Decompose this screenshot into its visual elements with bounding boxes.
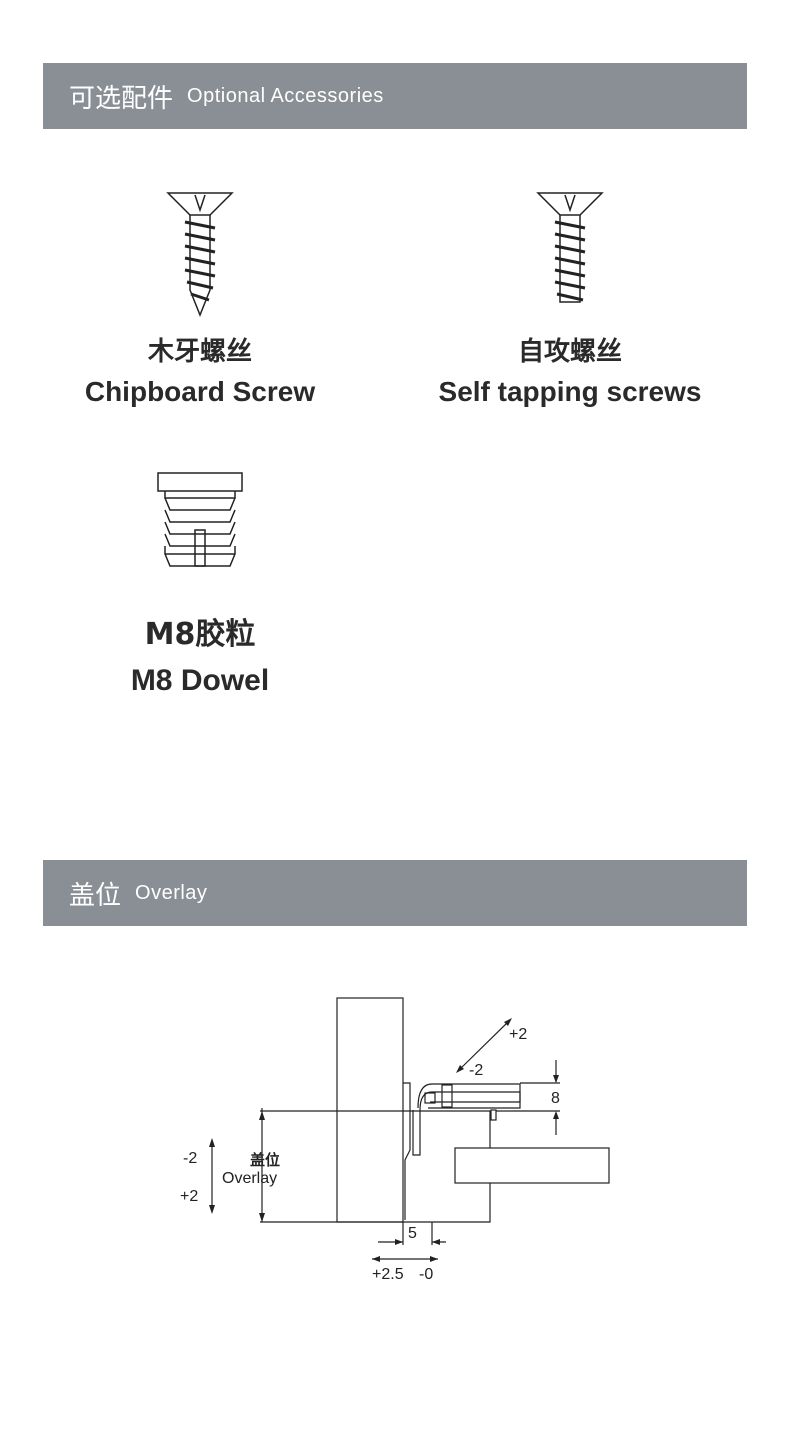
depth-plus-label: +2	[509, 1026, 527, 1043]
depth-dim	[457, 1019, 511, 1072]
overlay-plus-label: +2	[180, 1188, 198, 1205]
accessory-name-en: Chipboard Screw	[84, 376, 316, 407]
gap-label: 5	[408, 1225, 417, 1242]
overlay-en-label: Overlay	[222, 1170, 277, 1187]
side-plus-label: +2.5	[372, 1266, 404, 1283]
overlay-header: 盖位 Overlay	[43, 860, 747, 926]
accessory-name-en: M8 Dowel	[130, 664, 270, 697]
height-dim	[496, 1060, 560, 1135]
shelf	[454, 1147, 610, 1184]
chipboard-screw-icon	[166, 192, 234, 318]
accessory-chipboard-screw: 木牙螺丝 Chipboard Screw	[40, 332, 360, 412]
accessory-name-cn: 自攻螺丝	[517, 337, 622, 367]
gap-dim	[378, 1222, 446, 1245]
self-tapping-screw-icon	[536, 192, 604, 303]
door-panel	[336, 997, 404, 1223]
accessory-name-cn: M8胶粒	[144, 617, 256, 652]
overlay-cn-label: 盖位	[250, 1151, 280, 1169]
hinge	[403, 1082, 521, 1220]
accessory-name-en: Self tapping screws	[438, 376, 702, 407]
overlay-minus-label: -2	[183, 1150, 197, 1167]
accessory-self-tapping-screw: 自攻螺丝 Self tapping screws	[400, 332, 740, 412]
section-title-cn: 盖位	[69, 880, 122, 911]
section-title-en: Optional Accessories	[187, 84, 384, 107]
height-label: 8	[551, 1090, 560, 1107]
dowel-icon	[157, 472, 243, 567]
accessory-name-cn: 木牙螺丝	[147, 337, 252, 367]
accessories-header: 可选配件 Optional Accessories	[43, 63, 747, 129]
accessory-m8-dowel: M8胶粒 M8 Dowel	[40, 612, 360, 704]
side-minus-label: -0	[419, 1266, 433, 1283]
section-title-en: Overlay	[135, 881, 208, 904]
depth-minus-label: -2	[469, 1062, 483, 1079]
section-title-cn: 可选配件	[69, 83, 174, 114]
overlay-dim	[211, 1108, 263, 1222]
